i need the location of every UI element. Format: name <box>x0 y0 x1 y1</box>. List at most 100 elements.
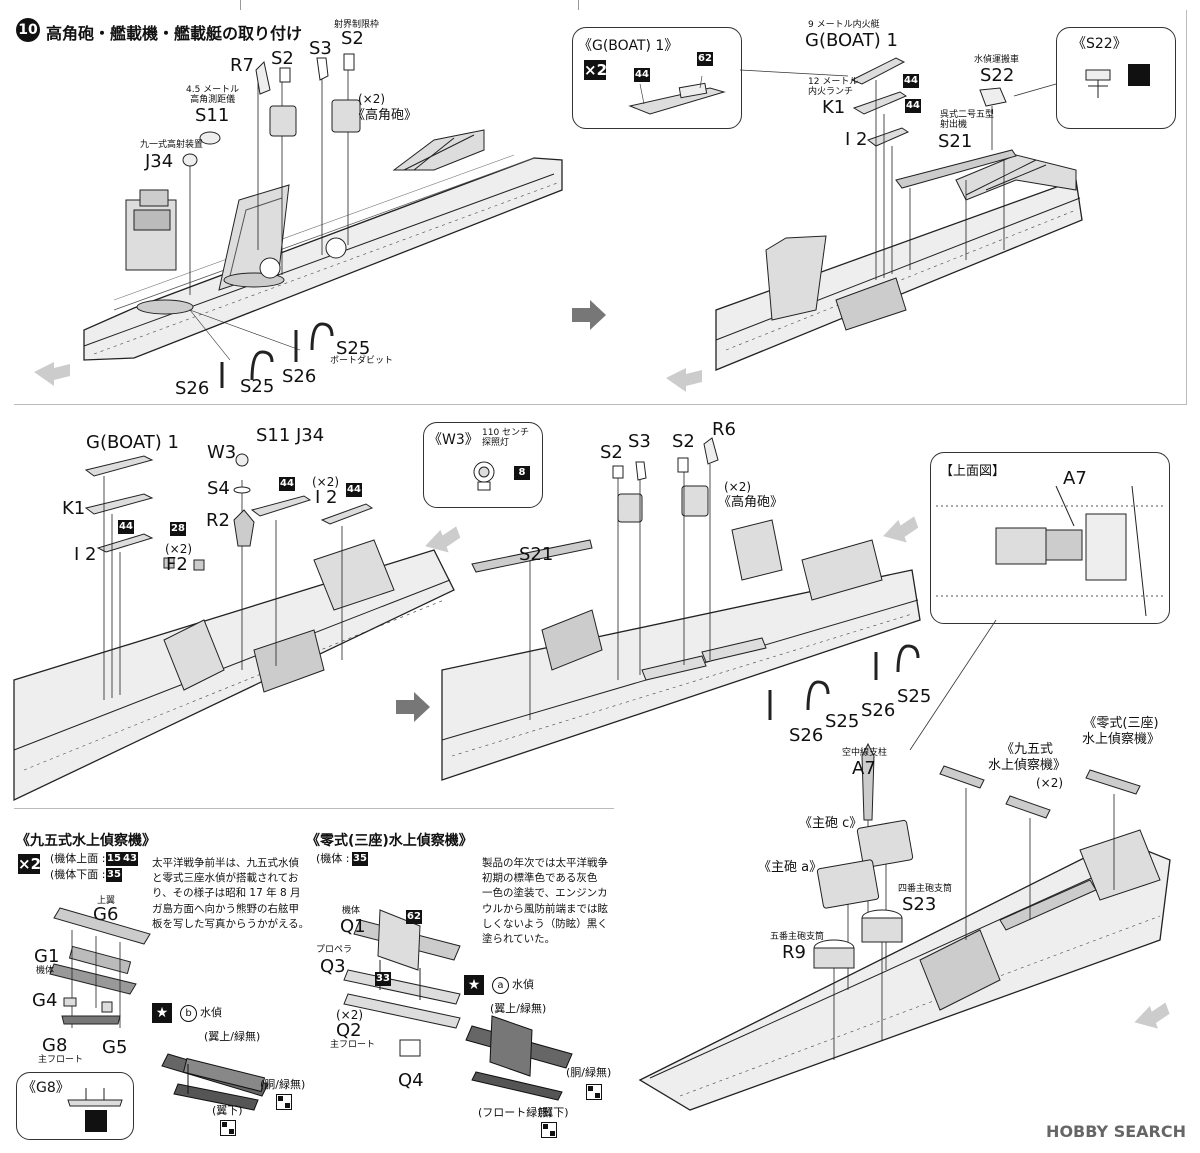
callout-w3-part: 8 <box>514 466 530 480</box>
callout-s22-title: 《S22》 <box>1072 36 1127 52</box>
label-p4-x2: (×2) <box>724 480 752 494</box>
plane0-body-label: (機体 : <box>316 852 350 865</box>
plane0-wing-bottom: (翼下) <box>538 1106 569 1119</box>
note-shakai-seigen: 射界制限枠 <box>334 20 380 30</box>
callout-s22-paint-icon <box>1128 64 1150 86</box>
plane0-exploded-drawing <box>343 909 461 1057</box>
plane95-upper-label: (機体上面 : <box>50 852 106 865</box>
panel2-part-44-b: 44 <box>905 99 921 113</box>
label-s2-b: S2 <box>341 28 364 49</box>
plane95-painted-drawing <box>161 1053 269 1111</box>
step-number-badge: 10 <box>16 18 40 42</box>
note-s21: 呉式二号五型 射出機 <box>940 110 995 131</box>
label-gboat: G(BOAT) 1 <box>805 30 898 51</box>
label-p3-r2: R2 <box>206 510 230 531</box>
label-p4-koukakuhou: 《高角砲》 <box>718 495 784 510</box>
callout-w3-title: 《W3》 <box>428 432 479 448</box>
label-p4-r6: R6 <box>712 419 736 440</box>
plane0-painted-drawing <box>465 1015 573 1101</box>
note-s22: 水偵運搬車 <box>974 55 1020 65</box>
panel-2-ship-drawing <box>666 57 1083 392</box>
plane95-wing-top: (翼上/緑無) <box>204 1030 261 1043</box>
label-p3-s11: S11 <box>256 425 291 446</box>
plane95-upper-part-b: 43 <box>122 852 138 866</box>
label-p3-w3: W3 <box>207 442 237 463</box>
plane0-part-33: 33 <box>375 972 391 986</box>
plane95-title: 《九五式水上偵察機》 <box>16 833 156 849</box>
plane0-note: 製品の年次では太平洋戦争 初期の標準色である灰色 一色の塗装で、エンジンカ ウル… <box>482 857 608 946</box>
plane0-wing-bottom-paint-icon <box>541 1122 557 1138</box>
label-r7: R7 <box>230 55 254 76</box>
panel-4-ship-drawing <box>441 437 921 781</box>
label-koukakuhou: 《高角砲》 <box>352 108 418 123</box>
callout-g8-title: 《G8》 <box>22 1080 70 1096</box>
plane95-wing-bottom-paint-icon <box>220 1120 236 1136</box>
note-boat-davit: ボートダビット <box>330 356 394 366</box>
plane0-scheme-star-icon: ★ <box>464 975 484 995</box>
p5-type0: 《零式(三座) 水上偵察機》 <box>1082 716 1161 747</box>
callout-gboat-part-62: 62 <box>697 52 713 66</box>
callout-top-view-title: 【上面図】 <box>940 464 1006 479</box>
label-p3-i2-a: I 2 <box>74 544 97 565</box>
label-p4-s25-b: S25 <box>825 711 860 732</box>
callout-gboat-boat-drawing <box>628 75 726 115</box>
label-k1: K1 <box>822 97 846 118</box>
p5-a7: A7 <box>852 758 876 779</box>
plane95-scheme-star-icon: ★ <box>152 1003 172 1023</box>
callout-s22 <box>1056 27 1176 129</box>
right-side-divider <box>1186 10 1187 405</box>
label-p4-s21: S21 <box>519 544 554 565</box>
plane95-g4: G4 <box>32 990 58 1011</box>
p3-part-44-a: 44 <box>118 520 134 534</box>
label-p4-s2-a: S2 <box>600 442 623 463</box>
label-p3-j34: J34 <box>296 425 325 446</box>
callout-g8-float-drawing <box>67 1088 123 1107</box>
plane0-title: 《零式(三座)水上偵察機》 <box>306 833 473 849</box>
plane0-body-part: 35 <box>352 852 368 866</box>
p5-type95-x2: (×2) <box>1036 776 1064 790</box>
label-p3-f2: F2 <box>166 554 188 575</box>
plane0-q1-note: 機体 <box>342 906 361 916</box>
p3-part-44-b: 44 <box>279 477 295 491</box>
plane95-exploded-drawing <box>49 907 151 1028</box>
callout-gboat-title: 《G(BOAT) 1》 <box>578 38 679 54</box>
label-p4-s3: S3 <box>628 431 651 452</box>
flow-arrow-2 <box>396 692 430 722</box>
label-p4-s2-b: S2 <box>672 431 695 452</box>
callout-top-view-a7: A7 <box>1063 468 1087 489</box>
plane95-g1-note: 機体 <box>36 966 55 976</box>
label-p3-i2-b: I 2 <box>315 487 338 508</box>
note-j34: 九一式高射装置 <box>140 140 204 150</box>
callout-gboat-part-44: 44 <box>634 68 650 82</box>
plane95-g1: G1 <box>34 946 60 967</box>
p5-s23: S23 <box>902 894 937 915</box>
flow-arrow-1 <box>572 300 606 330</box>
plane0-q2-note: 主フロート <box>330 1040 376 1050</box>
label-p4-s26-b: S26 <box>789 725 824 746</box>
horizontal-divider-1 <box>14 404 1186 405</box>
label-p3-gboat: G(BOAT) 1 <box>86 432 179 453</box>
plane0-q1: Q1 <box>340 916 366 937</box>
label-s21: S21 <box>938 131 973 152</box>
plane0-scheme-letter: a <box>492 977 509 994</box>
plane0-fuselage: (胴/緑無) <box>566 1066 612 1079</box>
top-left-border-tick <box>240 0 241 10</box>
plane0-part-62: 62 <box>406 910 422 924</box>
callout-top-view-leader <box>909 619 997 751</box>
label-p3-k1: K1 <box>62 498 86 519</box>
label-p3-x2-a: (×2) <box>165 542 193 556</box>
plane0-q3: Q3 <box>320 956 346 977</box>
callout-w3-searchlight-drawing <box>473 461 495 491</box>
p5-a7-note: 空中線支柱 <box>842 748 888 758</box>
label-s3: S3 <box>309 38 332 59</box>
label-s25-b: S25 <box>240 376 275 397</box>
note-k1: 12 メートル 内火ランチ <box>808 77 859 98</box>
plane95-wing-bottom: (翼下) <box>212 1104 243 1117</box>
plane0-x2: (×2) <box>336 1008 364 1022</box>
p5-r9: R9 <box>782 942 806 963</box>
callout-gboat-leader <box>739 69 849 77</box>
callout-gboat-x2-badge: ×2 <box>584 60 608 80</box>
plane95-fuselage-paint-icon <box>276 1094 292 1110</box>
panel2-part-44-a: 44 <box>903 74 919 88</box>
plane95-scheme-label: 水偵 <box>200 1006 222 1019</box>
